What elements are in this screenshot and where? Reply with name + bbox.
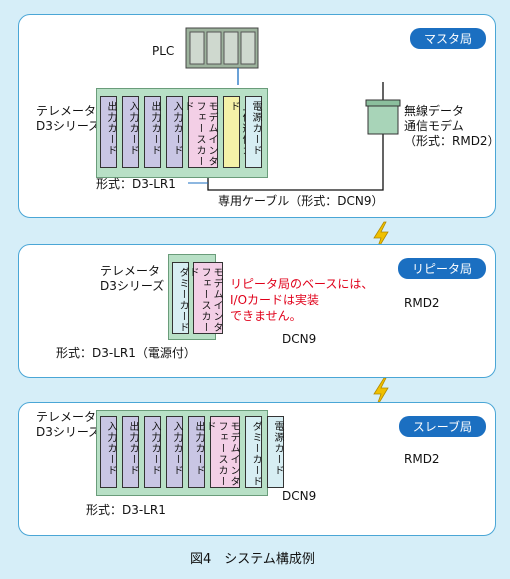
slave-card-label-3: 入力カード [171,421,182,476]
slave-cable-label: DCN9 [282,489,317,503]
repeater-note: リピータ局のベースには、 I/Oカードは実装 できません。 [230,277,374,323]
slave-card-label-6: ダミーカード [250,421,261,487]
master-card-label-1: 入力カード [127,101,138,156]
master-radio-label: 無線データ 通信モデム （形式：RMD2） [404,104,500,148]
master-station-badge: マスタ局 [409,28,486,49]
master-card-2: 出力カード [144,96,161,168]
master-model-label: 形式：D3-LR1 [96,177,176,191]
master-card-1: 入力カード [122,96,139,168]
slave-card-0: 入力カード [100,416,117,488]
slave-card-2: 入力カード [144,416,161,488]
lightning-icon [373,221,389,253]
slave-card-label-2: 入力カード [149,421,160,476]
repeater-card-label-1: モデムインタフェースカード [187,267,222,333]
figure-caption: 図4 システム構成例 [190,552,315,567]
radio-modem-icon [365,99,401,135]
slave-radio-label: RMD2 [404,452,440,466]
slave-card-label-4: 出力カード [193,421,204,476]
master-card-3: 入力カード [166,96,183,168]
master-card-label-3: 入力カード [171,101,182,156]
slave-card-5: モデムインタフェースカード [204,416,240,488]
master-card-label-4: モデムインタフェースカード [182,101,217,167]
repeater-station-badge: リピータ局 [397,258,486,279]
master-card-label-0: 出力カード [105,101,116,156]
slave-card-label-1: 出力カード [127,421,138,476]
slave-card-1: 出力カード [122,416,139,488]
plc-icon [185,27,259,69]
slave-telemeter-label: テレメータ D3シリーズ [36,410,101,439]
lightning-icon [373,377,389,409]
repeater-cable-label: DCN9 [282,332,317,346]
master-card-0: 出力カード [100,96,117,168]
slave-card-label-0: 入力カード [105,421,116,476]
master-card-label-2: 出力カード [149,101,160,156]
slave-card-label-7: 電源カード [272,421,283,476]
plc-label: PLC [152,44,175,58]
repeater-card-label-0: ダミーカード [177,267,188,333]
repeater-card-1: モデムインタフェースカード [187,262,223,334]
master-cable-label: 専用ケーブル（形式：DCN9） [218,194,384,208]
master-card-6: 電源カード [245,96,262,168]
slave-card-7: 電源カード [267,416,284,488]
slave-card-6: ダミーカード [245,416,262,488]
repeater-card-0: ダミーカード [172,262,189,334]
master-card-4: モデムインタフェースカード [182,96,218,168]
master-card-5: 上位通信カード [223,96,251,168]
slave-card-4: 出力カード [188,416,205,488]
slave-card-label-5: モデムインタフェースカード [204,421,239,487]
repeater-model-label: 形式：D3-LR1（電源付） [56,346,196,360]
slave-station-badge: スレーブ局 [398,416,486,437]
master-card-label-6: 電源カード [250,101,261,156]
repeater-radio-label: RMD2 [404,296,440,310]
slave-card-3: 入力カード [166,416,183,488]
master-telemeter-label: テレメータ D3シリーズ [36,104,101,133]
repeater-telemeter-label: テレメータ D3シリーズ [100,264,165,293]
slave-model-label: 形式：D3-LR1 [86,503,166,517]
